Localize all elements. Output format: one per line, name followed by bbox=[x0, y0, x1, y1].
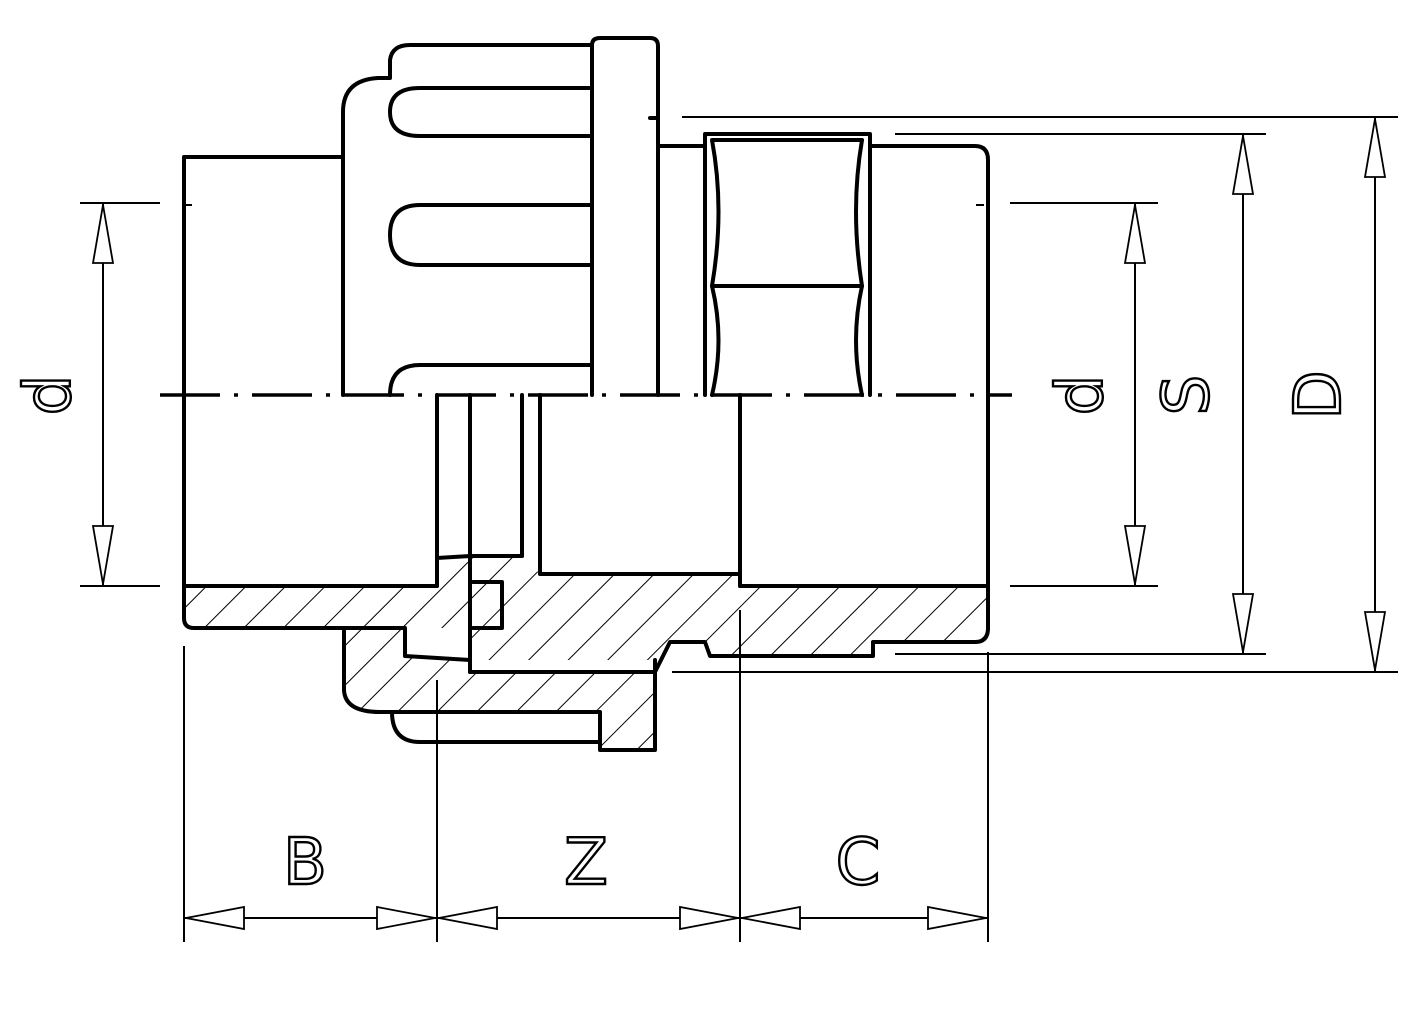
dimension-horizontal bbox=[184, 905, 988, 931]
body-inner-lines bbox=[520, 393, 742, 576]
left-socket-bore-line bbox=[182, 393, 346, 630]
union-nut-bottom-outline bbox=[342, 626, 657, 752]
hex-lower-face bbox=[710, 284, 864, 397]
arrowhead bbox=[1123, 204, 1147, 264]
body-lower-outline bbox=[468, 144, 990, 674]
arrowhead bbox=[1123, 525, 1147, 585]
arrowhead bbox=[1231, 593, 1255, 653]
label-C: C bbox=[836, 826, 881, 900]
left-face-lines bbox=[342, 626, 472, 662]
union-nut-ring bbox=[590, 36, 660, 397]
label-s: S bbox=[1150, 375, 1224, 416]
o-ring-groove bbox=[471, 580, 504, 630]
dimension-s bbox=[1231, 134, 1255, 654]
label-d-left: d bbox=[12, 375, 86, 416]
arrowhead bbox=[376, 905, 436, 931]
left-socket-section bbox=[184, 556, 470, 628]
left-socket-outline bbox=[182, 155, 345, 397]
arrowhead bbox=[679, 905, 739, 931]
nut-rib-1 bbox=[388, 86, 594, 138]
arrowhead bbox=[741, 905, 801, 931]
left-socket-step bbox=[435, 393, 472, 674]
body-section bbox=[470, 556, 988, 660]
label-D: D bbox=[1282, 370, 1356, 419]
label-d-right: d bbox=[1044, 375, 1118, 416]
arrowhead bbox=[1363, 118, 1387, 178]
arrowhead bbox=[1231, 135, 1255, 195]
hex-body-outline bbox=[656, 132, 872, 397]
arrowhead bbox=[91, 204, 115, 264]
nut-rib-3 bbox=[388, 363, 594, 397]
extension-lines bbox=[80, 116, 1398, 942]
nut-lower-rib bbox=[390, 710, 602, 744]
part-outlines bbox=[182, 36, 990, 752]
nut-rib-2 bbox=[388, 203, 594, 267]
dimension-D bbox=[1363, 117, 1387, 672]
arrowhead bbox=[1363, 611, 1387, 671]
dimension-d-right bbox=[1123, 203, 1147, 586]
arrowhead bbox=[438, 905, 498, 931]
label-Z: Z bbox=[564, 826, 608, 900]
union-nut-top-outline bbox=[341, 43, 594, 397]
label-B: B bbox=[283, 826, 327, 900]
arrowhead bbox=[91, 525, 115, 585]
arrowhead bbox=[185, 905, 245, 931]
dimension-d-left bbox=[91, 203, 115, 586]
hex-upper-face bbox=[710, 138, 864, 288]
arrowhead bbox=[927, 905, 987, 931]
